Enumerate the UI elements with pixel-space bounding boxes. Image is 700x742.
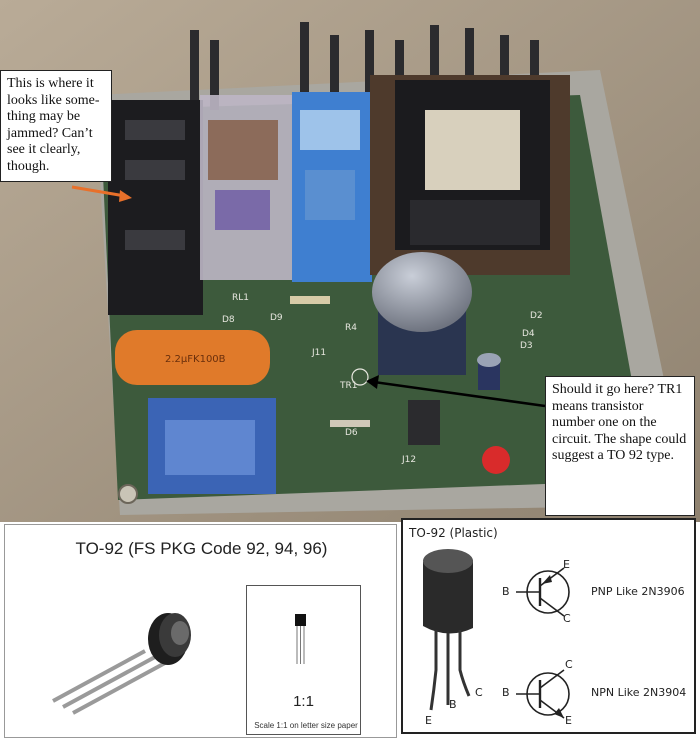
label-tr1: TR1 xyxy=(339,381,357,391)
label-d9: D9 xyxy=(270,313,283,323)
to92-package-panel: TO-92 (FS PKG Code 92, 94, 96) 1:1 Scale… xyxy=(4,524,397,738)
large-capacitor xyxy=(372,252,472,375)
label-rl1: RL1 xyxy=(232,293,249,303)
scale-ratio: 1:1 xyxy=(293,693,314,710)
transformer xyxy=(370,75,570,275)
lead-label-e: E xyxy=(425,714,432,727)
npn-label: NPN Like 2N3904 xyxy=(591,686,687,699)
blue-relay xyxy=(292,92,372,282)
small-capacitor xyxy=(477,353,501,390)
callout-tr1-note: Should it go here? TR1 means transistor … xyxy=(545,376,695,516)
mounting-screw xyxy=(118,484,138,504)
lead-label-c: C xyxy=(475,686,483,699)
pnp-base-label: B xyxy=(502,585,510,598)
capacitor-marking: 2.2µFK100B xyxy=(165,354,226,365)
label-d6: D6 xyxy=(345,428,358,438)
label-r4: R4 xyxy=(345,323,357,333)
pnp-symbol-icon xyxy=(516,567,570,617)
regulator xyxy=(408,400,440,445)
diode-d6 xyxy=(330,420,370,427)
npn-symbol-icon xyxy=(516,669,570,719)
pnp-label: PNP Like 2N3906 xyxy=(591,585,685,598)
heatsink-fins xyxy=(190,22,539,110)
scale-box xyxy=(246,585,361,735)
label-j11: J11 xyxy=(311,348,326,358)
tr1-footprint xyxy=(351,368,369,386)
pnp-collector-label: C xyxy=(563,612,571,625)
resistor xyxy=(290,296,330,304)
black-arrow xyxy=(366,375,546,408)
npn-collector-label: C xyxy=(565,658,573,671)
scale-caption: Scale 1:1 on letter size paper xyxy=(254,721,358,730)
package-title: TO-92 (FS PKG Code 92, 94, 96) xyxy=(75,539,328,558)
lead-label-b: B xyxy=(449,698,457,711)
label-d2: D2 xyxy=(530,311,543,321)
transistor-3d-illustration xyxy=(52,613,191,715)
label-d3: D3 xyxy=(520,341,533,351)
label-j12: J12 xyxy=(401,455,416,465)
clear-relay xyxy=(200,95,292,280)
to92-package-drawing xyxy=(423,549,473,711)
to92-diagram-panel: TO-92 (Plastic) E B C B E C PNP Like 2N3… xyxy=(401,518,696,734)
circuit-board-photo: 2.2µFK100B RL1 D8 D9 R4 J11 TR1 D6 J12 D… xyxy=(0,0,700,522)
label-d4: D4 xyxy=(522,329,535,339)
npn-base-label: B xyxy=(502,686,510,699)
label-d8: D8 xyxy=(222,315,235,325)
orange-arrow xyxy=(71,185,132,202)
red-led xyxy=(482,446,510,474)
pnp-emitter-label: E xyxy=(563,558,570,571)
blue-trimmer xyxy=(148,398,276,494)
callout-jammed-note: This is where it looks like some-thing m… xyxy=(0,70,112,182)
black-heatsink xyxy=(108,100,203,315)
orange-capacitor: 2.2µFK100B xyxy=(115,330,270,385)
npn-emitter-label: E xyxy=(565,714,572,727)
diagram-title: TO-92 (Plastic) xyxy=(409,526,498,540)
scale-transistor-icon xyxy=(295,614,306,664)
